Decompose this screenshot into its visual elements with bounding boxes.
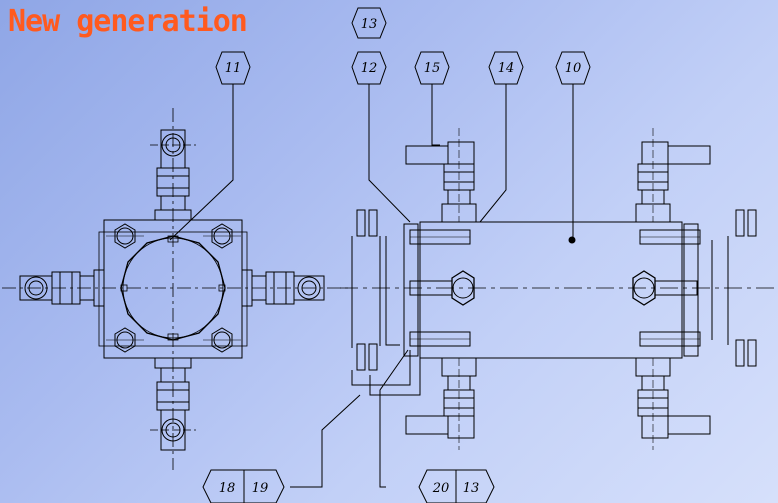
callout-14 <box>488 51 524 85</box>
callout-label-15: 15 <box>424 61 441 76</box>
fitting-right <box>241 269 325 307</box>
callout-18-19 <box>202 469 285 503</box>
middle-hex-right <box>632 270 698 306</box>
callout-15 <box>414 51 450 85</box>
left-top-view <box>2 108 352 470</box>
bolt-row-top <box>409 229 701 245</box>
callout-label-13-top: 13 <box>361 17 378 32</box>
callout-label-12: 12 <box>361 61 378 76</box>
callout-13-top <box>351 7 387 39</box>
fitting-left <box>19 269 105 307</box>
fitting-top-right <box>635 128 711 223</box>
callout-label-10: 10 <box>565 61 582 76</box>
fitting-bottom-left <box>405 357 477 450</box>
fitting-top <box>150 129 196 221</box>
callout-label-18: 18 <box>219 481 236 496</box>
callout-11 <box>215 51 251 85</box>
callout-label-11: 11 <box>225 61 242 76</box>
middle-hex-left <box>409 270 475 306</box>
callout-20-13 <box>418 469 495 503</box>
page-title: New generation <box>8 4 248 39</box>
callouts <box>169 7 591 503</box>
right-side-view <box>340 128 778 450</box>
fitting-bottom <box>150 357 196 451</box>
bolt-row-bottom <box>409 331 701 347</box>
callout-label-14: 14 <box>498 61 515 76</box>
callout-label-13-bottom: 13 <box>463 481 480 496</box>
callout-10 <box>555 51 591 85</box>
fitting-bottom-right <box>635 357 711 450</box>
callout-12 <box>351 51 387 85</box>
fitting-top-left <box>405 128 477 223</box>
manifold-body-right <box>419 221 683 359</box>
callout-label-20: 20 <box>432 481 450 496</box>
callout-label-19: 19 <box>252 481 269 496</box>
